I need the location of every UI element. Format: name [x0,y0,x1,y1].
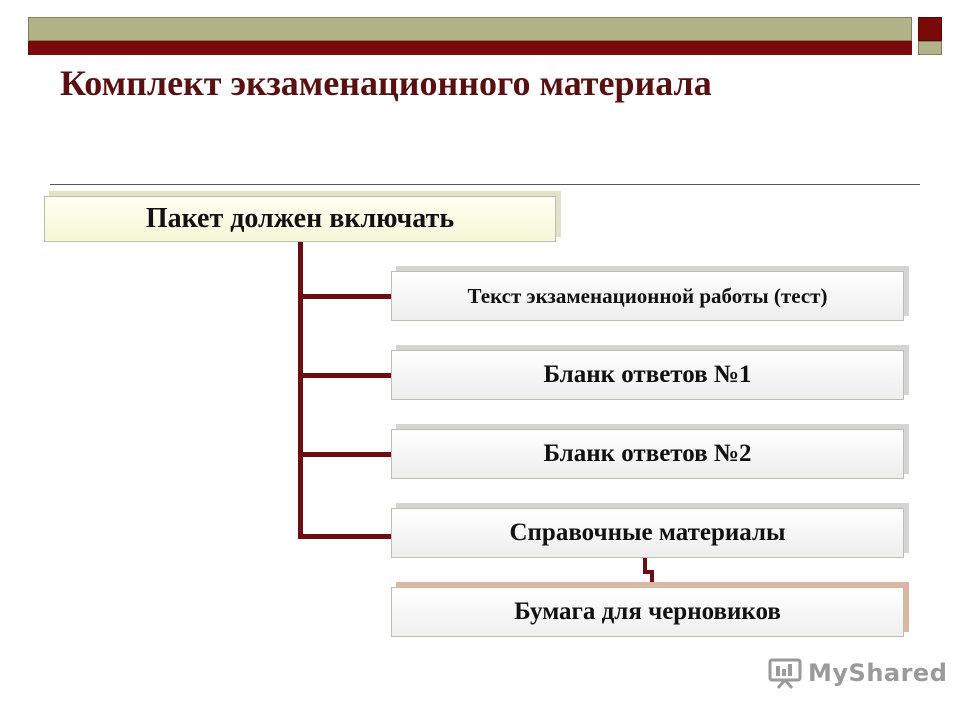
item-label: Текст экзаменационной работы (тест) [467,283,828,308]
header-square-red [918,17,942,41]
item-answer-sheet-2: Бланк ответов №2 [391,429,904,479]
header-square-olive [918,41,942,55]
connector-branch-3 [298,452,391,457]
watermark-text: MyShared [808,659,948,687]
projector-screen-icon [768,658,802,689]
root-node: Пакет должен включать [44,196,556,242]
item-label: Справочные материалы [509,519,786,546]
item-label: Бланк ответов №1 [543,361,752,388]
item-label: Бланк ответов №2 [543,440,752,467]
item-exam-text: Текст экзаменационной работы (тест) [391,271,904,321]
connector-branch-4 [298,534,391,539]
item-reference-materials: Справочные материалы [391,508,904,558]
connector-branch-2 [298,373,391,378]
header-band-bottom [28,41,912,55]
header-band-top [28,17,912,41]
title-divider [50,184,920,185]
item-draft-paper: Бумага для черновиков [391,587,904,637]
connector-trunk [298,242,303,539]
watermark-logo: MyShared [768,656,947,690]
connector-branch-1 [298,294,391,299]
item-label: Бумага для черновиков [514,598,781,625]
root-node-label: Пакет должен включать [145,203,455,234]
page-title: Комплект экзаменационного материала [60,63,712,103]
item-answer-sheet-1: Бланк ответов №1 [391,350,904,400]
